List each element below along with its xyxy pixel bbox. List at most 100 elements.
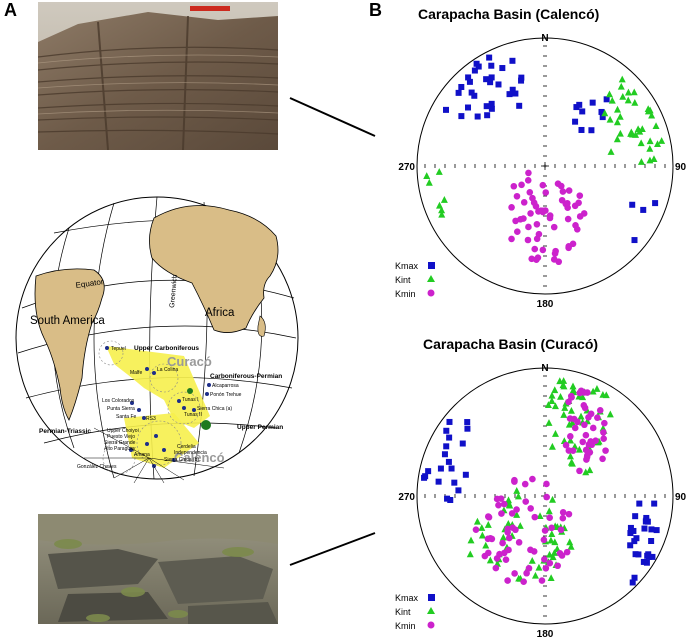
east-label: 90 <box>675 162 687 173</box>
kmax-point <box>589 99 596 106</box>
kmin-point <box>552 247 559 255</box>
kmax-point <box>648 526 655 533</box>
locality-label: Independencia <box>174 450 207 456</box>
kmax-point <box>437 465 444 472</box>
kmax-point <box>422 473 429 480</box>
kmin-point <box>539 246 547 254</box>
kmax-point <box>488 100 495 107</box>
kint-point <box>619 92 627 100</box>
kmax-point <box>466 78 473 85</box>
kmin-point <box>505 534 513 542</box>
curaco-label: Curacó <box>167 354 212 369</box>
calenco-marker <box>201 420 211 430</box>
kint-point <box>566 452 574 460</box>
kmin-point <box>493 495 501 503</box>
kmax-point <box>459 440 466 447</box>
outcrop-photo-curaco <box>38 514 278 624</box>
kmax-point <box>445 458 452 465</box>
kmax-point <box>443 106 450 113</box>
kint-point <box>438 206 446 214</box>
kmin-point <box>600 435 607 442</box>
kmax-point <box>516 102 523 109</box>
square-icon <box>428 262 435 269</box>
kint-point <box>618 75 626 83</box>
kmin-point <box>582 431 590 439</box>
calenco-label: Calencó <box>174 450 225 465</box>
kmax-point <box>448 465 455 472</box>
kmin-point <box>472 526 480 533</box>
kmin-point <box>508 204 515 211</box>
kmin-point <box>589 424 597 432</box>
kint-point <box>637 158 645 165</box>
kint-point <box>535 563 543 571</box>
kmin-point <box>546 514 553 522</box>
kmin-point <box>566 415 574 422</box>
kmin-point <box>576 213 584 220</box>
kmin-point <box>550 256 558 263</box>
kmax-point <box>471 67 478 74</box>
locality-label: Sierra Chica (a) <box>197 406 232 412</box>
kmax-point <box>630 527 637 534</box>
kmax-point <box>441 451 448 458</box>
kmax-point <box>632 551 639 558</box>
africa-label: Africa <box>205 307 235 319</box>
kmin-point <box>540 536 548 544</box>
legend-label: Kint <box>395 275 411 285</box>
legend-label: Kmin <box>395 289 416 299</box>
kmin-point <box>498 510 505 517</box>
kmax-point <box>649 553 656 560</box>
kint-point <box>505 496 513 504</box>
kmin-point <box>576 192 584 199</box>
locality-label: Tunas I <box>182 397 199 403</box>
kmax-point <box>488 105 495 112</box>
kmin-point <box>513 192 521 200</box>
kint-point <box>548 391 556 399</box>
kmax-point <box>443 427 450 434</box>
kmin-point <box>567 392 575 400</box>
kint-point <box>648 111 656 119</box>
kmax-point <box>653 527 660 534</box>
kmin-point <box>565 510 573 518</box>
kmax-point <box>636 500 643 507</box>
kmin-point <box>533 256 540 263</box>
kint-point <box>551 386 559 394</box>
kmin-point <box>500 500 508 508</box>
kmin-point <box>524 236 532 244</box>
kmin-point <box>532 203 540 210</box>
kint-point <box>608 96 616 104</box>
kint-point <box>516 522 524 529</box>
kmax-point <box>425 468 432 475</box>
locality-label: La Colina <box>157 367 178 373</box>
locality-label: Upper Choiyoi <box>107 428 139 434</box>
kmin-point <box>557 526 565 534</box>
kint-point <box>627 128 635 136</box>
locality-label: Ponón Trehue <box>210 392 242 398</box>
kint-point <box>624 88 632 96</box>
kmax-point <box>631 237 638 244</box>
south-label: 180 <box>537 629 554 640</box>
kmin-point <box>558 196 566 204</box>
kmax-point <box>632 513 639 520</box>
kmin-point <box>577 387 585 395</box>
kmax-point <box>486 54 493 61</box>
kmax-point <box>475 63 482 70</box>
kmax-point <box>588 127 595 134</box>
kint-point <box>549 495 557 503</box>
connector-line-bottom <box>289 532 376 566</box>
kint-point <box>616 129 624 137</box>
kint-point <box>567 436 575 444</box>
kint-point <box>531 571 539 579</box>
east-label: 90 <box>675 492 687 503</box>
kmin-point <box>508 510 516 517</box>
triangle-icon <box>427 607 435 614</box>
kmin-point <box>542 564 550 572</box>
kint-point <box>513 487 521 494</box>
kmin-point <box>559 514 567 522</box>
kmin-point <box>527 505 534 512</box>
kmin-point <box>541 527 549 534</box>
kint-point <box>515 574 523 582</box>
kmax-point <box>483 76 490 83</box>
kmin-point <box>584 389 591 396</box>
kmax-point <box>451 479 458 486</box>
